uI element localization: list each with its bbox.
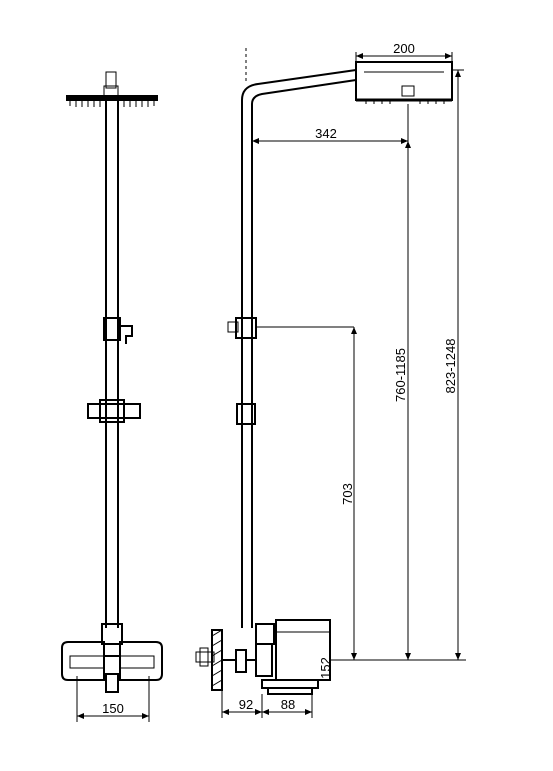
side-wall-mount: [195, 629, 223, 691]
total-height-dimension: 823-1248: [443, 70, 461, 660]
spout-depth-label: 88: [281, 697, 295, 712]
front-shower-head: [66, 95, 158, 101]
side-shower-head: [355, 61, 453, 104]
bottom-dimensions: 92 88: [221, 690, 313, 718]
front-holder-block: [103, 317, 121, 341]
head-height-dimension: 760-1185: [393, 141, 411, 660]
mixer-height-label: 152: [318, 657, 333, 679]
side-view: 200 342 703: [195, 41, 466, 718]
front-shower-nozzles: [69, 101, 155, 107]
total-height-label: 823-1248: [443, 339, 458, 394]
front-slide-bracket: [87, 403, 141, 419]
front-head-connector: [105, 71, 117, 89]
wall-offset-label: 92: [239, 697, 253, 712]
front-width-dimension: 150: [76, 676, 150, 722]
side-holder: [227, 317, 354, 339]
front-width-label: 150: [102, 701, 124, 716]
head-width-label: 200: [393, 41, 415, 56]
side-riser-outer: [241, 69, 357, 628]
handle-height-dimension: 703: [340, 327, 357, 660]
handle-height-label: 703: [340, 483, 355, 505]
head-height-label: 760-1185: [393, 348, 408, 402]
side-riser-inner: [251, 79, 357, 628]
mixer-height-dimension: 152: [318, 657, 340, 679]
side-slide-bracket: [236, 403, 256, 425]
head-width-dimension: 200: [355, 41, 453, 62]
front-view: 150: [61, 71, 163, 722]
arm-reach-label: 342: [315, 126, 337, 141]
front-mixer: [61, 623, 163, 693]
side-mixer: [222, 619, 331, 695]
arm-reach-dimension: 342: [252, 126, 408, 144]
